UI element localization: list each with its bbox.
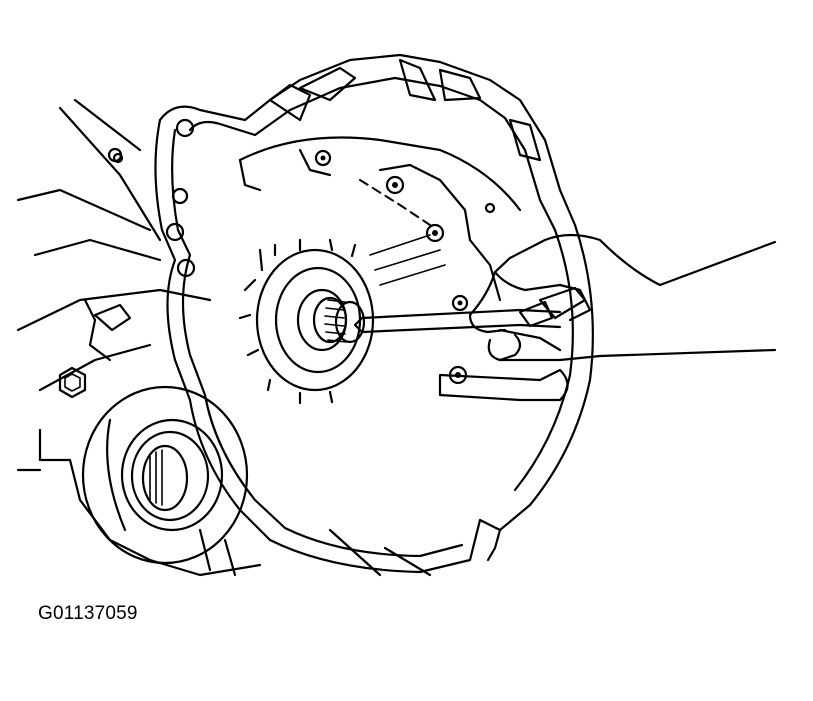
housing-flange [154, 53, 577, 574]
technician-hand [468, 233, 777, 362]
transaxle-illustration [16, 53, 777, 577]
housing-shell [198, 223, 594, 577]
hex-bolt [58, 366, 87, 399]
input-shaft-boss [238, 238, 375, 405]
output-shaft-seal [81, 385, 249, 565]
screwdriver-tool [353, 308, 562, 334]
figure-id-label: G01137059 [38, 603, 138, 624]
housing-face [112, 136, 522, 385]
left-case-structure [16, 98, 262, 577]
